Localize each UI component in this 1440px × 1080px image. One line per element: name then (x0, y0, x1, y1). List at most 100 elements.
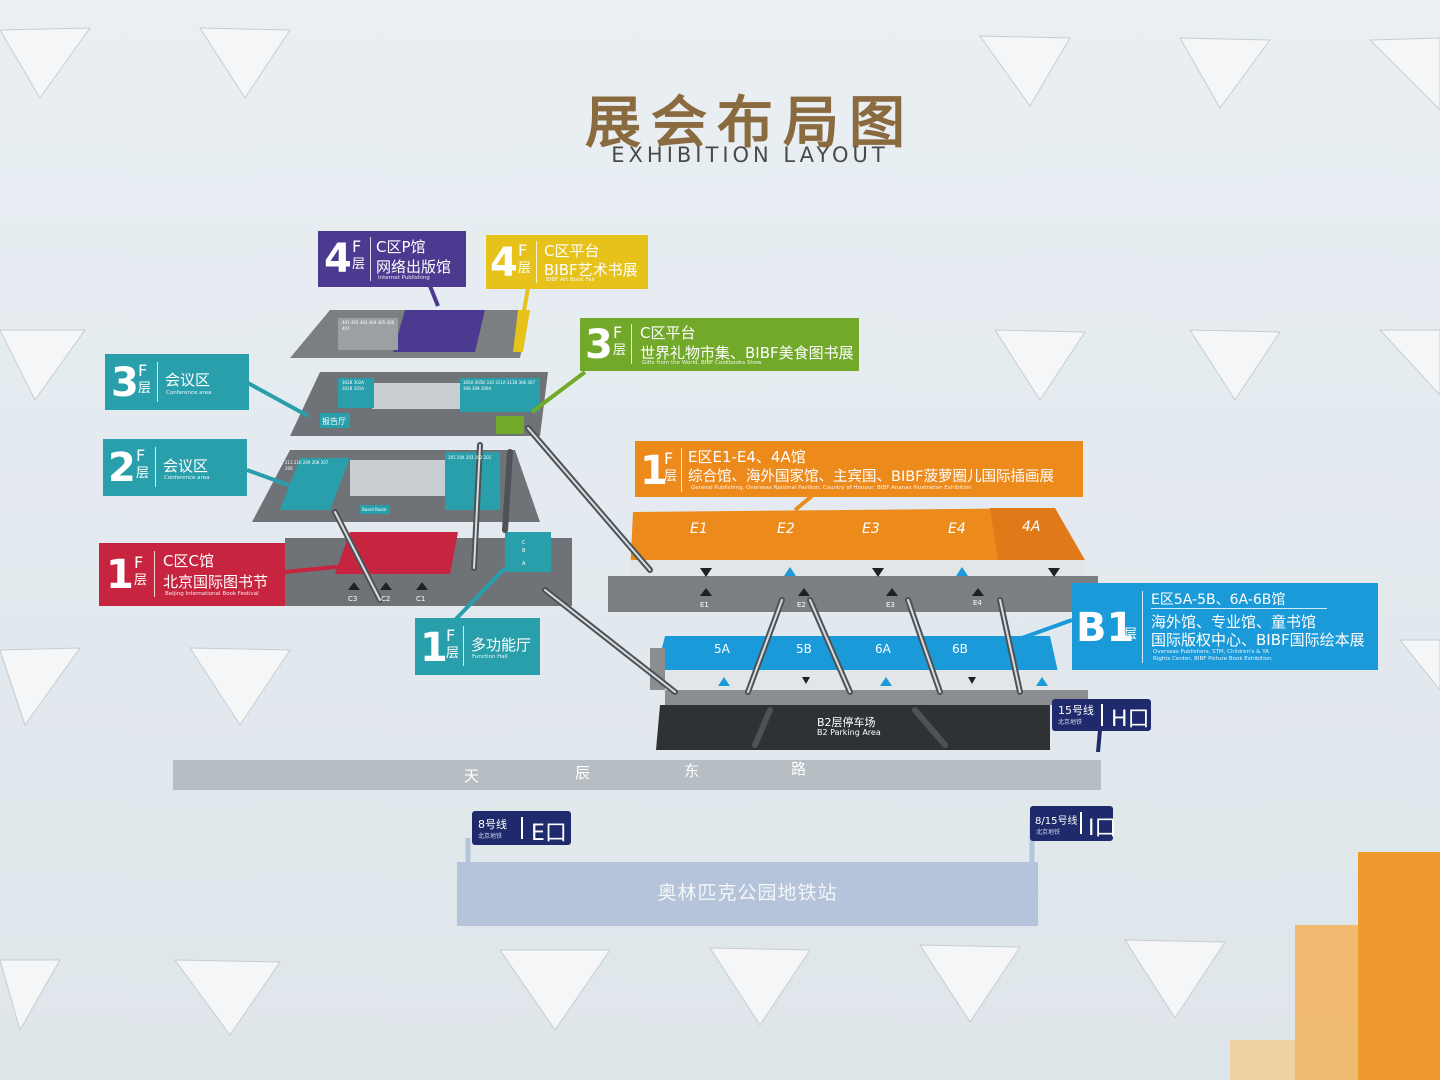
separator (157, 362, 158, 402)
metro-line15-h-exit: 15号线 北京地铁 H口 (1052, 699, 1151, 732)
metro-gate: H口 (1111, 707, 1150, 732)
room: 311A (495, 380, 506, 385)
label-4f-art-book-fair: 4 F 层 C区平台 BIBF艺术书展 BIBF Art Book Fair (486, 235, 648, 289)
hall-name: 会议区 (163, 457, 209, 475)
hall-name: BIBF艺术书展 (544, 261, 638, 279)
floor-number: 3 (111, 360, 139, 406)
zone-text: E区E1-E4、4A馆 (688, 448, 806, 466)
room: 206 (285, 466, 293, 471)
room: 306A (480, 386, 492, 391)
rooms-2f-left (280, 458, 350, 510)
floor-number: 2 (108, 445, 136, 491)
separator (631, 324, 632, 364)
hall-4a: 4A (1022, 519, 1041, 535)
entrance-e3: E3 (886, 601, 895, 609)
road-char-2: 辰 (575, 764, 591, 782)
label-3f-gift-market: 3 F 层 C区平台 世界礼物市集、BIBF美食图书展 Gifts from t… (580, 318, 859, 371)
entrance-c2: C2 (381, 595, 391, 603)
parking-en: B2 Parking Area (817, 728, 881, 737)
rooms-4f-text: 401 402 403 404 405 406 407 (342, 320, 397, 332)
entrance-c3: C3 (348, 595, 358, 603)
c-hall-block (335, 532, 458, 574)
entrance-c1: C1 (416, 595, 426, 603)
metro-gate: I口 (1088, 816, 1117, 841)
hall-name-en: Conference area (164, 475, 210, 481)
hall-name: 世界礼物市集、BIBF美食图书展 (640, 344, 854, 362)
metro-brand: 北京地铁 (1036, 829, 1061, 836)
label-2f-conference: 2 F 层 会议区 Conference area (103, 439, 247, 496)
metro-brand: 北京地铁 (478, 833, 503, 840)
page-subtitle: EXHIBITION LAYOUT (611, 143, 889, 167)
parking-cn: B2层停车场 (817, 716, 876, 729)
entrance-e2: E2 (797, 601, 806, 609)
entrance-e4: E4 (973, 599, 982, 607)
floor-number: 4 (324, 236, 352, 282)
room: 405 (377, 320, 386, 325)
room: 310 (486, 380, 494, 385)
floor-f: F (136, 446, 146, 465)
atrium-3f (372, 383, 460, 409)
floor-number: B1 (1076, 605, 1135, 651)
function-hall-block (505, 532, 551, 572)
separator (155, 447, 156, 487)
hall-name: 会议区 (165, 371, 211, 389)
green-platform-3f (496, 416, 524, 434)
board-room-text: Board Room (362, 507, 387, 512)
floor-ceng: 层 (134, 573, 148, 588)
rooms-2f-right-text: 205 204 203 202 201 (448, 455, 498, 461)
room: 402 (350, 320, 359, 325)
metro-station-name: 奥林匹克公园地铁站 (657, 882, 838, 904)
room: 204 (456, 455, 465, 460)
rooms-4f (338, 318, 398, 350)
room: 203 (465, 455, 474, 460)
room: 210 (293, 460, 302, 465)
floor-f: F (352, 237, 362, 256)
rooms-3f-left (338, 378, 374, 408)
zone-text: C区平台 (544, 242, 600, 260)
floor-f: F (446, 626, 456, 645)
rooms-2f-left-text: 211 210 209 208 207 206 (285, 460, 330, 472)
separator (154, 551, 155, 597)
hall-name-en: Beijing International Book Festival (165, 591, 259, 597)
hall-name-en: General Publishing, Overseas National Pa… (691, 485, 972, 491)
label-3f-conference: 3 F 层 会议区 Conference area (105, 354, 249, 410)
e-hall-block (630, 508, 1085, 575)
floor-number: 1 (106, 552, 134, 598)
separator (1142, 591, 1143, 663)
hall-name-1: 海外馆、专业馆、童书馆 (1151, 613, 1317, 631)
room: 201 (483, 455, 492, 460)
board-room (360, 505, 390, 514)
room: 209 (302, 460, 311, 465)
road-char-3: 东 (684, 762, 700, 780)
func-room-a: A (522, 561, 526, 567)
floor-ceng: 层 (518, 261, 532, 276)
rooms-3f-right (460, 378, 540, 412)
room: 407 (342, 326, 350, 331)
metro-line: 15号线 (1058, 704, 1094, 717)
room: 307 (527, 380, 536, 385)
zone-underline (1151, 608, 1327, 609)
road-strip (173, 760, 1101, 790)
entrance-e1: E1 (700, 601, 709, 609)
b1-base (650, 648, 1088, 705)
metro-divider (521, 817, 523, 839)
hall-name-en: Conference area (166, 390, 212, 396)
room: 401 (342, 320, 350, 325)
hall-5a: 5A (714, 642, 730, 656)
room: 306 (518, 380, 527, 385)
metro-gate: E口 (531, 821, 567, 846)
metro-brand: 北京地铁 (1058, 719, 1083, 726)
func-room-c: C (522, 540, 526, 546)
zone-text: C区C馆 (163, 552, 214, 570)
room: 406 (386, 320, 395, 325)
floor-f: F (518, 241, 528, 260)
floor-ceng: 层 (664, 469, 678, 484)
label-b1-zone: B1 层 E区5A-5B、6A-6B馆 海外馆、专业馆、童书馆 国际版权中心、B… (1072, 583, 1378, 670)
floor-ceng: 层 (1124, 627, 1138, 642)
room: 202 (474, 455, 483, 460)
hall-name-en: Internet Publishing (378, 275, 430, 281)
hall-name-en: BIBF Art Book Fair (546, 277, 596, 283)
room: 302B (342, 380, 353, 385)
hall-e4: E4 (948, 521, 966, 537)
room: 311B (506, 380, 518, 385)
